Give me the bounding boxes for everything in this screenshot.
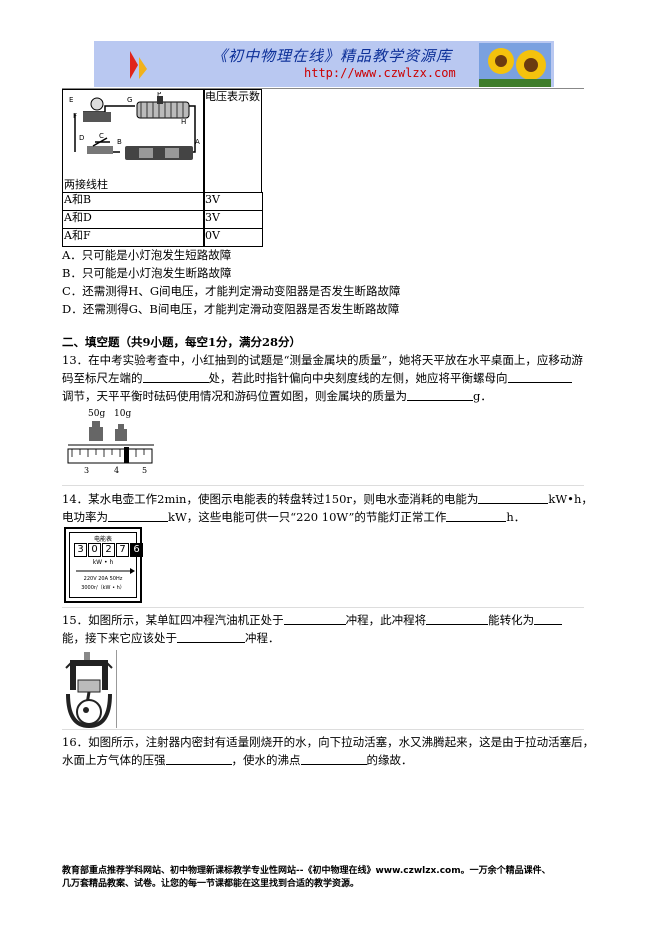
meter-digits: 3 0 2 7 6 [74, 543, 143, 557]
svg-text:H: H [181, 118, 186, 126]
site-logo-icon [130, 51, 147, 79]
q13-blank-1[interactable] [142, 371, 209, 383]
q14-text: kW•h， [548, 492, 593, 506]
table-cell-voltage: 0V [205, 229, 220, 242]
divider [62, 607, 584, 608]
meter-digit: 0 [88, 543, 101, 557]
svg-text:B: B [117, 138, 122, 146]
q13-text: g． [473, 389, 492, 403]
option-c[interactable]: C．还需测得H、G间电压，才能判定滑动变阻器是否发生断路故障 [62, 284, 401, 298]
table-cell-pins: A和B [64, 193, 92, 206]
q16-blank-2[interactable] [300, 753, 367, 765]
q13-line2: 码至标尺左端的 处，若此时指针偏向中央刻度线的左侧，她应将平衡螺母向 [62, 371, 572, 385]
header-banner: 《初中物理在线》精品教学资源库 http://www.czwlzx.com [94, 41, 554, 87]
q15-text: 冲程，此冲程将 [345, 613, 427, 627]
meter-digit: 2 [102, 543, 115, 557]
scale-tick-3: 3 [84, 466, 89, 475]
divider [62, 485, 584, 486]
svg-text:A: A [195, 138, 200, 146]
meter-digit: 6 [130, 543, 143, 557]
meter-arrow-icon [76, 568, 135, 574]
svg-text:E: E [69, 96, 73, 104]
q13-line3: 调节，天平平衡时砝码使用情况和游码位置如图，则金属块的质量为 g． [62, 389, 492, 403]
svg-text:P: P [157, 92, 161, 98]
option-d[interactable]: D．还需测得G、B间电压，才能判定滑动变阻器是否发生断路故障 [62, 302, 400, 316]
q13-text: 码至标尺左端的 [62, 371, 143, 385]
table-row: A和D [62, 210, 205, 229]
scale-tick-5: 5 [142, 466, 147, 475]
q14-text: h． [506, 510, 526, 524]
energy-meter-figure: 电能表 3 0 2 7 6 kW • h 220V 20A 50Hz 3000r… [64, 527, 143, 603]
meter-spec1: 220V 20A 50Hz [83, 576, 123, 582]
table-row: 3V [203, 192, 263, 211]
section-title: 二、填空题（共9小题，每空1分，满分28分） [62, 335, 302, 349]
meter-digit: 7 [116, 543, 129, 557]
weight-50g-label: 50g [88, 409, 105, 419]
table-cell-voltage: 3V [205, 211, 220, 224]
q14-text: 电功率为 [62, 510, 108, 524]
q15-blank-1[interactable] [283, 613, 346, 625]
table-cell-voltage: 3V [205, 193, 220, 206]
q15-text: 能，接下来它应该处于 [62, 631, 177, 645]
option-a[interactable]: A．只可能是小灯泡发生短路故障 [62, 248, 232, 262]
table-header-left: 两接线柱 [64, 178, 108, 191]
divider [62, 729, 584, 730]
svg-text:C: C [99, 132, 104, 140]
q14-blank-2[interactable] [108, 510, 168, 522]
table-cell-pins: A和F [64, 229, 91, 242]
q13-blank-2[interactable] [507, 371, 572, 383]
q16-text: 水面上方气体的压强 [62, 753, 166, 767]
q13-line1: 13．在中考实验考查中，小红抽到的试题是“测量金属块的质量”，她将天平放在水平桌… [62, 353, 583, 367]
meter-digit: 3 [74, 543, 87, 557]
q15-blank-2[interactable] [426, 613, 489, 625]
q14-text: kW，这些电能可供一只“220 10W”的节能灯正常工作 [168, 510, 447, 524]
meter-title: 电能表 [93, 536, 112, 543]
svg-text:G: G [127, 96, 132, 104]
engine-figure [64, 650, 117, 729]
table-header-right-cell: 电压表示数 [203, 89, 262, 193]
meter-spec2: 3000r/（kW • h） [81, 585, 125, 591]
banner-url[interactable]: http://www.czwlzx.com [304, 66, 456, 80]
table-row: A和F [62, 228, 205, 247]
q13-blank-3[interactable] [407, 389, 473, 401]
q16-blank-1[interactable] [165, 753, 232, 765]
weight-10g-label: 10g [114, 409, 131, 419]
q14-blank-3[interactable] [446, 510, 507, 522]
q15-line1: 15．如图所示，某单缸四冲程汽油机正处于 冲程，此冲程将 能转化为 [62, 613, 563, 627]
balance-figure: 50g 10g 3 4 5 [64, 405, 156, 479]
footer-line2: 几万套精品教案、试卷。让您的每一节课都能在这里找到合适的教学资源。 [62, 879, 360, 889]
q15-text: 15．如图所示，某单缸四冲程汽油机正处于 [62, 613, 284, 627]
q14-line1: 14．某水电壶工作2min，使图示电能表的转盘转过150r，则电水壶消耗的电能为… [62, 492, 593, 506]
table-cell-pins: A和D [64, 211, 92, 224]
table-row: A和B [62, 192, 205, 211]
meter-unit: kW • h [92, 559, 114, 566]
svg-text:F: F [73, 112, 77, 120]
q16-text: ，使水的沸点 [231, 753, 301, 767]
table-row: 3V [203, 210, 263, 229]
q15-text: 冲程． [245, 631, 280, 645]
divider [62, 88, 584, 89]
banner-title: 《初中物理在线》精品教学资源库 [212, 47, 453, 65]
q15-text: 能转化为 [488, 613, 535, 627]
q14-blank-1[interactable] [478, 492, 549, 504]
sunflower-icon [479, 43, 551, 87]
svg-text:D: D [79, 134, 84, 142]
q15-blank-4[interactable] [177, 631, 245, 643]
footer-line1: 教育部重点推荐学科网站、初中物理新课标教学专业性网站--《初中物理在线》www.… [62, 866, 551, 876]
circuit-diagram: EF G P H D C B A [65, 92, 204, 174]
table-row: 0V [203, 228, 263, 247]
table-header-right: 电压表示数 [205, 90, 260, 103]
q14-line2: 电功率为 kW，这些电能可供一只“220 10W”的节能灯正常工作 h． [62, 510, 525, 524]
q15-blank-3[interactable] [534, 613, 563, 625]
q14-text: 14．某水电壶工作2min，使图示电能表的转盘转过150r，则电水壶消耗的电能为 [62, 492, 479, 506]
q13-text: 处，若此时指针偏向中央刻度线的左侧，她应将平衡螺母向 [208, 371, 508, 385]
q16-line2: 水面上方气体的压强 ，使水的沸点 的缘故． [62, 753, 413, 767]
q13-text: 调节，天平平衡时砝码使用情况和游码位置如图，则金属块的质量为 [62, 389, 407, 403]
scale-tick-4: 4 [114, 466, 119, 475]
q15-line2: 能，接下来它应该处于 冲程． [62, 631, 280, 645]
option-b[interactable]: B．只可能是小灯泡发生断路故障 [62, 266, 232, 280]
q16-text: 的缘故． [366, 753, 413, 767]
q16-line1: 16．如图所示，注射器内密封有适量刚烧开的水，向下拉动活塞，水又沸腾起来，这是由… [62, 735, 595, 749]
